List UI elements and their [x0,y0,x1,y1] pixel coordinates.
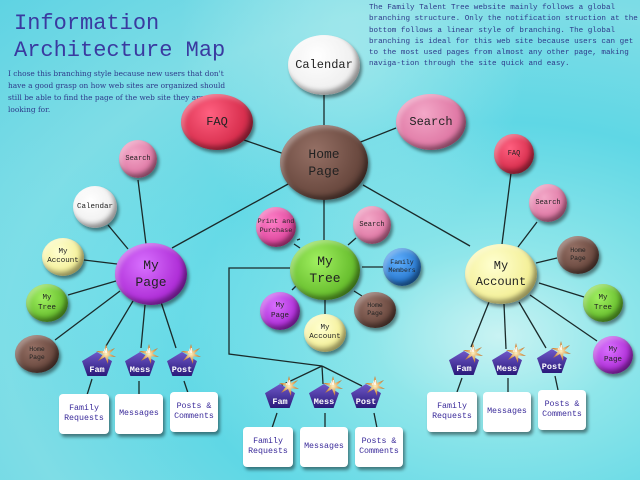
line-mt-print [293,243,301,249]
node-ma-search[interactable]: Search [529,184,567,222]
node-ma-faq[interactable]: FAQ [494,134,534,174]
node-mt-account[interactable]: My Account [304,314,346,352]
line-mp-account [83,259,118,265]
line-mt-post [321,365,363,387]
line-mt-search [347,237,357,246]
node-my-tree[interactable]: My Tree [290,240,360,300]
node-mt-home[interactable]: Home Page [354,292,396,328]
line-home-myaccount [362,184,471,247]
line-mp-tree [67,280,117,296]
line-fam-requests-3 [456,377,463,393]
node-calendar[interactable]: Calendar [288,35,360,95]
node-mt-family[interactable]: Family Members [383,248,421,286]
box-messages[interactable]: Messages [483,392,531,432]
box-family-requests[interactable]: Family Requests [427,392,477,432]
node-ma-home[interactable]: Home Page [557,236,599,274]
line-mp-calendar [107,224,129,250]
box-posts-comments[interactable]: Posts & Comments [538,390,586,430]
line-ma-search [517,221,538,248]
node-ma-tree[interactable]: My Tree [583,284,623,322]
line-fam-requests-2 [271,412,278,429]
line-mp-home [54,290,121,341]
line-mp-search [137,179,147,245]
line-ma-tree [538,282,585,298]
node-mt-print[interactable]: Print and Purchase [256,207,296,247]
box-messages[interactable]: Messages [300,427,348,467]
line-fam-requests-1 [86,378,93,396]
line-ma-home [535,257,558,264]
line-ma-mess [503,303,507,350]
node-mt-search[interactable]: Search [353,206,391,244]
page-title: Information Architecture Map [14,10,225,64]
line-mt-mess [321,365,324,385]
line-ma-faq [501,172,512,245]
box-family-requests[interactable]: Family Requests [243,427,293,467]
line-home-search [357,127,397,144]
box-family-requests[interactable]: Family Requests [59,394,109,434]
node-my-page[interactable]: My Page [115,243,187,305]
title-line-2: Architecture Map [14,38,226,63]
box-messages[interactable]: Messages [115,394,163,434]
node-faq[interactable]: FAQ [181,94,253,150]
line-mt-notifications [228,267,323,367]
line-ma-fam [470,301,490,348]
node-home-page[interactable]: Home Page [280,125,368,200]
line-mp-fam [105,300,134,347]
line-ma-post [518,301,547,349]
node-mp-home[interactable]: Home Page [15,335,59,373]
box-posts-comments[interactable]: Posts & Comments [355,427,403,467]
line-post-comments-2 [373,412,378,429]
node-mp-account[interactable]: My Account [42,238,84,276]
node-mp-search[interactable]: Search [119,140,157,178]
line-mt-fam [279,365,323,387]
node-mt-page[interactable]: My Page [260,292,300,330]
node-ma-page[interactable]: My Page [593,336,633,374]
right-explanation-text: The Family Talent Tree website mainly fo… [369,4,638,69]
line-mp-mess [140,304,146,349]
left-explanation-text: I chose this branching style because new… [8,69,226,114]
line-post-comments-3 [554,375,559,391]
line-ma-page [529,294,598,342]
title-line-1: Information [14,11,160,36]
node-mp-calendar[interactable]: Calendar [73,186,117,228]
box-posts-comments[interactable]: Posts & Comments [170,392,218,432]
node-search[interactable]: Search [396,94,466,150]
node-mp-tree[interactable]: My Tree [26,284,68,322]
line-home-mypage [171,182,291,249]
node-my-account[interactable]: My Account [465,244,537,304]
line-mp-post [160,301,177,349]
line-post-comments-1 [183,380,189,394]
